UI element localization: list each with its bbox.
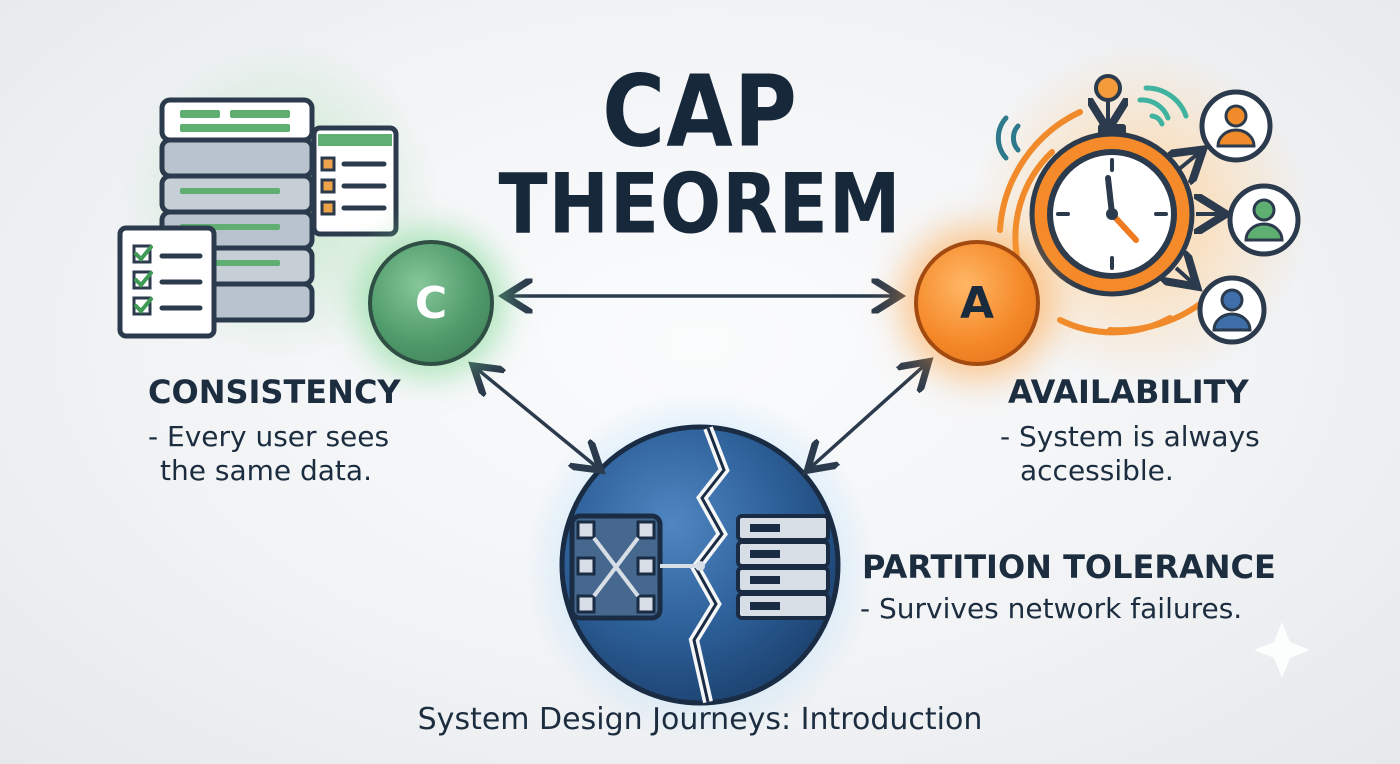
- consistency-desc-line1: - Every user sees: [148, 420, 390, 453]
- consistency-heading: CONSISTENCY: [148, 373, 401, 411]
- availability-node: A: [914, 240, 1040, 366]
- partition-heading: PARTITION TOLERANCE: [862, 548, 1276, 586]
- page-title-line2: THEOREM: [498, 155, 902, 253]
- connection-arrows: [476, 296, 926, 468]
- arrow-availability-partition: [810, 364, 926, 468]
- availability-heading: AVAILABILITY: [1008, 373, 1249, 411]
- consistency-desc-line2: the same data.: [160, 454, 372, 487]
- availability-desc-line1: - System is always: [1000, 420, 1260, 453]
- page-title-line1: CAP: [602, 54, 798, 170]
- server-stack-icon: [117, 97, 399, 339]
- broken-globe-network-icon: [559, 424, 841, 706]
- footer-caption: System Design Journeys: Introduction: [417, 702, 983, 737]
- arrow-consistency-partition: [476, 368, 598, 468]
- consistency-node: C: [368, 240, 494, 366]
- partition-desc: - Survives network failures.: [860, 592, 1243, 625]
- clock-with-users-icon: [995, 74, 1301, 345]
- sparkle-icon: [1254, 622, 1310, 678]
- availability-desc-line2: accessible.: [1020, 454, 1174, 487]
